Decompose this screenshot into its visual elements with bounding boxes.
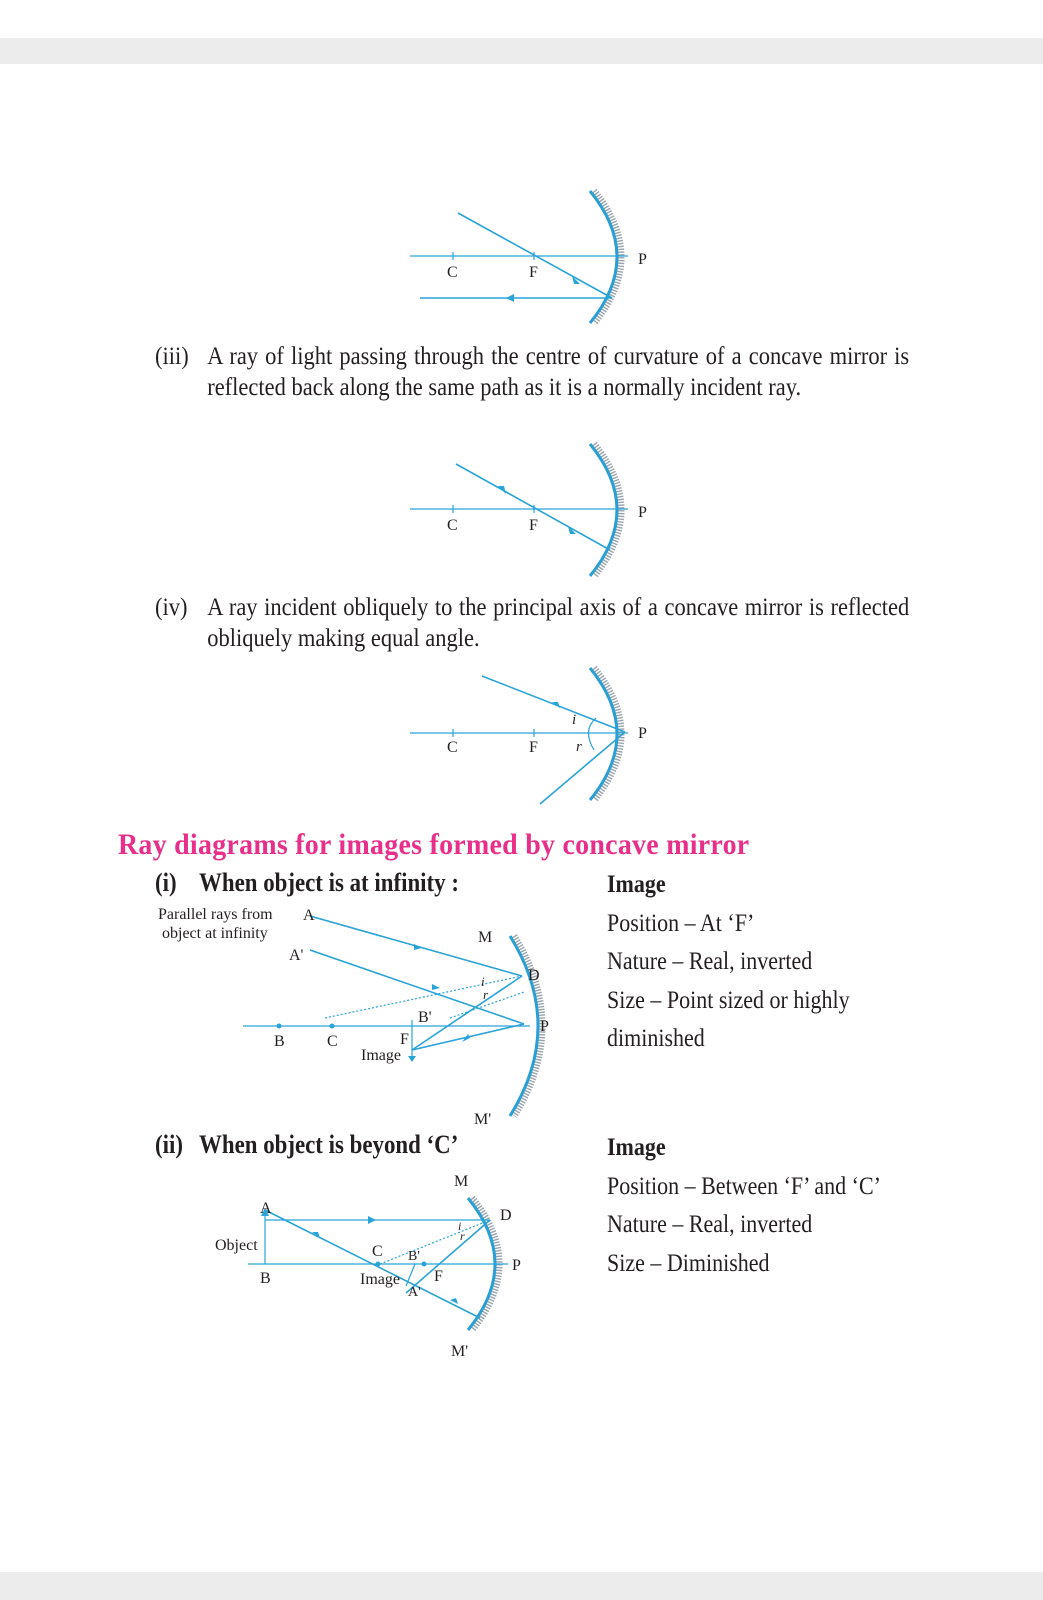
- label-b-prime: B': [408, 1249, 420, 1264]
- case-ii-nature: Nature – Real, inverted: [607, 1211, 813, 1239]
- diagram-object-beyond-c: M A D i r Object C B' P B Image F A' M': [215, 1173, 521, 1360]
- diagram-oblique-ray: C F i r P: [410, 665, 647, 805]
- label-p: P: [540, 1018, 549, 1035]
- case-i-heading: (i) When object is at infinity :: [155, 868, 459, 898]
- label-i: i: [458, 1219, 461, 1233]
- label-a: A: [260, 1200, 272, 1217]
- label-p: P: [638, 504, 647, 521]
- case-i-number: (i): [155, 868, 177, 897]
- top-bar: [0, 38, 1043, 64]
- label-m: M: [454, 1173, 468, 1190]
- case-i-position: Position – At ‘F’: [607, 909, 755, 937]
- diagram-ray-through-centre: C F P: [410, 441, 647, 579]
- case-ii-position: Position – Between ‘F’ and ‘C’: [607, 1172, 881, 1200]
- label-image: Image: [360, 1271, 400, 1288]
- label-parallel-1: Parallel rays from: [158, 906, 273, 923]
- case-i-image-info: Image Position – At ‘F’ Nature – Real, i…: [607, 866, 850, 1059]
- label-m-prime: M': [451, 1343, 468, 1360]
- label-i: i: [572, 712, 576, 728]
- section-title: Ray diagrams for images formed by concav…: [118, 828, 750, 861]
- case-i-size-2: diminished: [607, 1025, 705, 1053]
- label-p: P: [512, 1257, 521, 1274]
- label-r: r: [483, 987, 489, 1002]
- label-a-prime: A': [408, 1285, 421, 1300]
- case-i-size-1: Size – Point sized or highly: [607, 986, 850, 1014]
- label-object: Object: [215, 1237, 258, 1254]
- rule-iii-number: (iii): [155, 343, 189, 370]
- label-b: B: [260, 1270, 271, 1287]
- case-ii-number: (ii): [155, 1130, 183, 1159]
- case-i-title: When object is at infinity :: [199, 868, 459, 897]
- label-c: C: [447, 517, 458, 534]
- label-p: P: [638, 251, 647, 268]
- rule-iv: (iv) A ray incident obliquely to the pri…: [155, 592, 929, 658]
- label-f: F: [529, 517, 538, 534]
- label-image: Image: [361, 1047, 401, 1064]
- case-ii-image-info: Image Position – Between ‘F’ and ‘C’ Nat…: [607, 1129, 881, 1283]
- label-d: D: [528, 967, 540, 984]
- rule-iv-text: A ray incident obliquely to the principa…: [207, 594, 910, 652]
- label-f: F: [400, 1031, 409, 1048]
- label-r: r: [576, 739, 582, 755]
- bottom-bar: [0, 1572, 1043, 1600]
- label-c: C: [447, 264, 458, 281]
- label-f: F: [434, 1268, 443, 1285]
- case-ii-image-title: Image: [607, 1134, 666, 1161]
- case-ii-title: When object is beyond ‘C’: [199, 1130, 459, 1159]
- case-i-image-title: Image: [607, 871, 666, 898]
- label-p: P: [638, 725, 647, 742]
- label-parallel-2: object at infinity: [162, 925, 268, 942]
- case-ii-heading: (ii) When object is beyond ‘C’: [155, 1130, 458, 1160]
- label-f: F: [529, 739, 538, 756]
- label-a-prime: A': [289, 947, 304, 964]
- label-c: C: [327, 1033, 338, 1050]
- label-d: D: [500, 1207, 512, 1224]
- label-b-prime: B': [418, 1009, 432, 1026]
- diagram-ray-through-focus: C F P: [410, 188, 647, 326]
- case-i-nature: Nature – Real, inverted: [607, 948, 813, 976]
- label-r: r: [460, 1229, 465, 1243]
- label-c: C: [372, 1243, 383, 1260]
- label-m: M: [478, 929, 492, 946]
- diagram-object-at-infinity: Parallel rays from object at infinity A …: [158, 906, 549, 1128]
- label-a: A: [303, 907, 315, 924]
- label-m-prime: M': [474, 1111, 491, 1128]
- label-c: C: [447, 739, 458, 756]
- rule-iii: (iii) A ray of light passing through the…: [155, 341, 929, 437]
- label-b: B: [274, 1033, 285, 1050]
- case-ii-size: Size – Diminished: [607, 1249, 770, 1277]
- rule-iii-text: A ray of light passing through the centr…: [207, 343, 910, 401]
- label-i: i: [481, 974, 485, 989]
- label-f: F: [529, 264, 538, 281]
- rule-iv-number: (iv): [155, 594, 188, 621]
